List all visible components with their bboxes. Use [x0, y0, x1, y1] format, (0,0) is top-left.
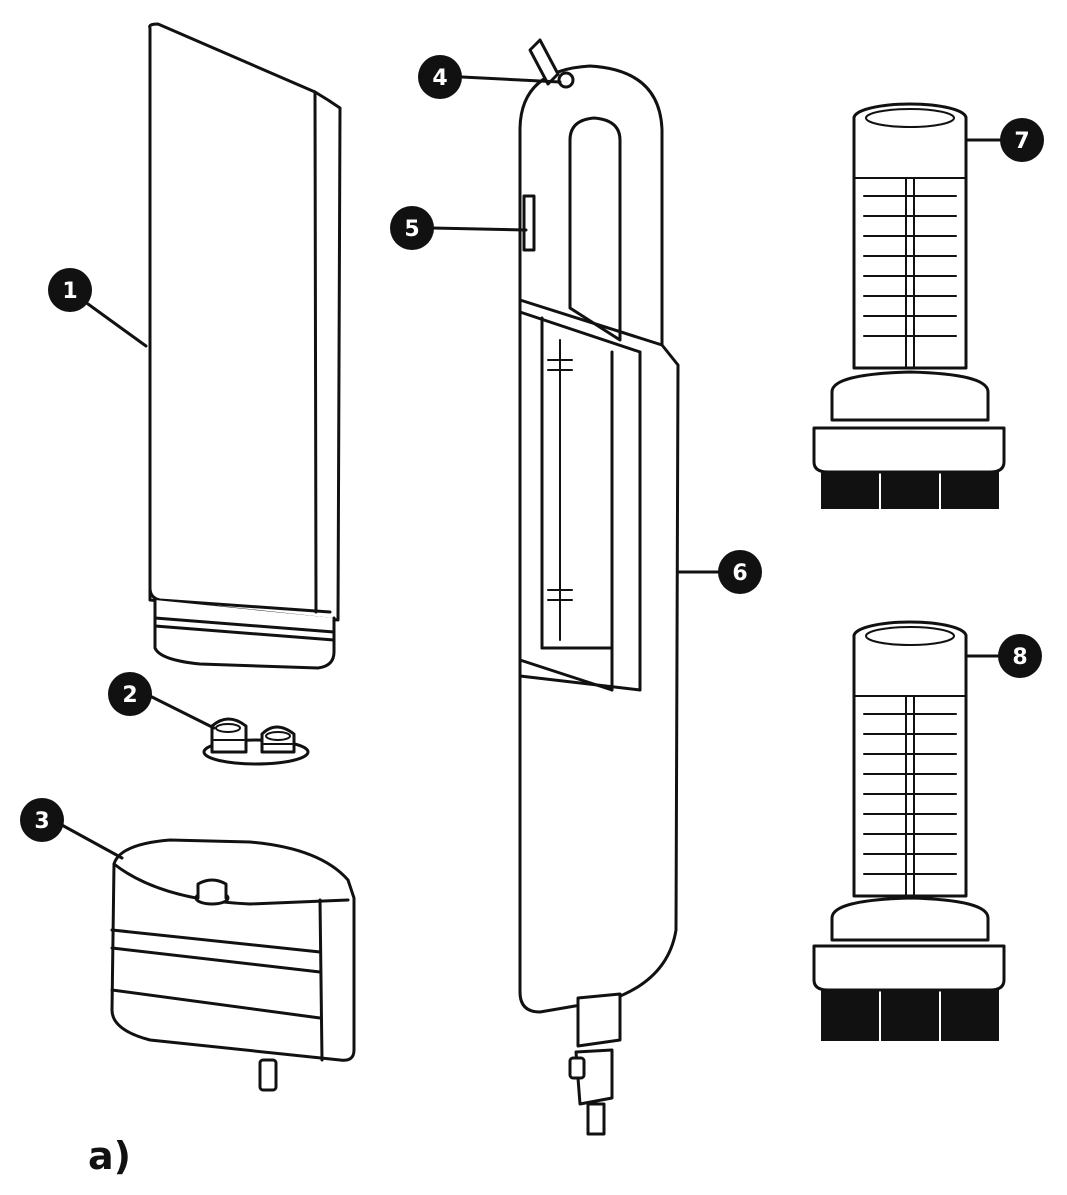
svg-text:3: 3 — [34, 809, 49, 834]
callout-4: 4 — [418, 55, 462, 99]
svg-text:5: 5 — [404, 217, 419, 242]
part-1-cover — [148, 22, 342, 670]
callout-6: 6 — [718, 550, 762, 594]
svg-text:7: 7 — [1014, 129, 1029, 154]
callout-8: 8 — [998, 634, 1042, 678]
part-3-base — [110, 838, 356, 1092]
callout-5: 5 — [390, 206, 434, 250]
svg-text:6: 6 — [732, 561, 747, 586]
callout-1: 1 — [48, 268, 92, 312]
part-2-valve — [202, 717, 310, 766]
svg-text:8: 8 — [1012, 645, 1027, 670]
figure-caption: a) — [88, 1134, 132, 1178]
svg-text:4: 4 — [432, 66, 447, 91]
part-8-brush-head — [812, 620, 1006, 1041]
callout-7: 7 — [1000, 118, 1044, 162]
part-6-handle — [518, 38, 680, 1136]
part-7-brush-head — [812, 102, 1006, 509]
callout-3: 3 — [20, 798, 64, 842]
svg-text:2: 2 — [122, 683, 137, 708]
callout-2: 2 — [108, 672, 152, 716]
svg-text:1: 1 — [62, 279, 77, 304]
leader-lines — [58, 75, 1002, 860]
